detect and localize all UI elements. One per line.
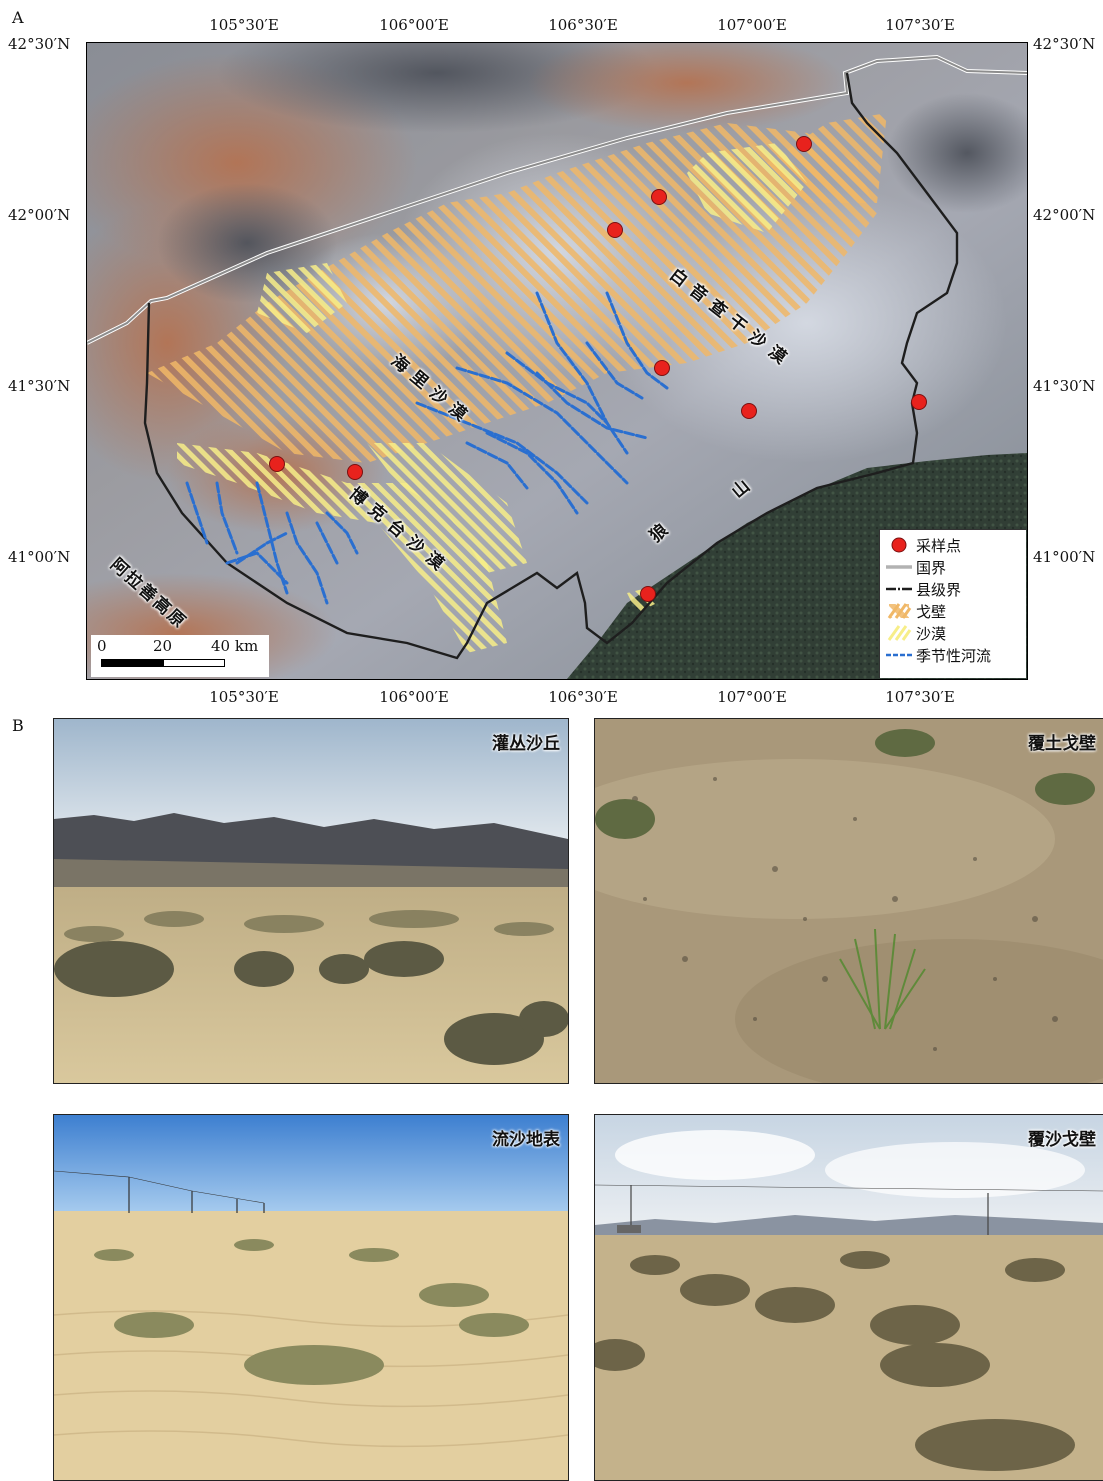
lon-tick-bottom-5: 107°30′E: [885, 688, 955, 706]
lat-tick-left-2: 42°00′N: [8, 206, 71, 224]
lon-tick-top-4: 107°00′E: [717, 16, 787, 34]
lon-tick-bottom-3: 106°30′E: [548, 688, 618, 706]
scale-zero: 0: [97, 637, 107, 655]
photo-soil-gobi[interactable]: 覆土戈壁: [594, 718, 1103, 1084]
legend-desert: 沙漠: [886, 622, 946, 644]
map-legend: 采样点 国界 县级界 戈壁 沙漠 季节性河流: [879, 529, 1026, 678]
lat-tick-right-1: 42°30′N: [1033, 35, 1096, 53]
seasonal-rivers: [185, 291, 669, 605]
photo-title-sand-surface: 流沙地表: [492, 1130, 560, 1150]
lon-tick-top-5: 107°30′E: [885, 16, 955, 34]
legend-gobi: 戈壁: [886, 600, 946, 622]
lat-tick-left-3: 41°30′N: [8, 377, 71, 395]
map-canvas: [87, 43, 1027, 679]
scale-end: 40 km: [211, 637, 259, 655]
satellite-map[interactable]: 白音查干沙漠 海里沙漠 博克台沙漠 阿拉善高原 山 狼 0 20 40 km 采…: [86, 42, 1028, 680]
photo-sand-gobi[interactable]: 覆沙戈壁: [594, 1114, 1103, 1481]
photo-soil-gobi-image: [595, 719, 1103, 1083]
photo-title-sand-gobi: 覆沙戈壁: [1028, 1130, 1096, 1150]
lon-tick-bottom-4: 107°00′E: [717, 688, 787, 706]
lat-tick-right-4: 41°00′N: [1033, 548, 1096, 566]
photo-shrub-dune-image: [54, 719, 568, 1083]
sample-points[interactable]: [269, 136, 927, 602]
lon-tick-bottom-2: 106°00′E: [379, 688, 449, 706]
lon-tick-top-1: 105°30′E: [209, 16, 279, 34]
photo-sand-surface[interactable]: 流沙地表: [53, 1114, 569, 1481]
scale-mid: 20: [153, 637, 173, 655]
lat-tick-left-1: 42°30′N: [8, 35, 71, 53]
lat-tick-right-3: 41°30′N: [1033, 377, 1096, 395]
photo-shrub-dune[interactable]: 灌丛沙丘: [53, 718, 569, 1084]
photo-sand-gobi-image: [595, 1115, 1103, 1480]
panel-b-label: B: [12, 716, 24, 735]
lat-tick-right-2: 42°00′N: [1033, 206, 1096, 224]
legend-seasonal-river: 季节性河流: [886, 646, 992, 665]
legend-county-border: 县级界: [886, 580, 962, 599]
scale-bar: 0 20 40 km: [91, 635, 269, 677]
photo-title-shrub-dune: 灌丛沙丘: [492, 734, 560, 754]
photo-sand-surface-image: [54, 1115, 568, 1480]
photo-title-soil-gobi: 覆土戈壁: [1028, 734, 1096, 754]
legend-sampling-points: 采样点: [886, 534, 961, 556]
lon-tick-bottom-1: 105°30′E: [209, 688, 279, 706]
lon-tick-top-3: 106°30′E: [548, 16, 618, 34]
lat-tick-left-4: 41°00′N: [8, 548, 71, 566]
panel-a-label: A: [12, 8, 24, 27]
legend-national-border: 国界: [886, 558, 947, 577]
lon-tick-top-2: 106°00′E: [379, 16, 449, 34]
